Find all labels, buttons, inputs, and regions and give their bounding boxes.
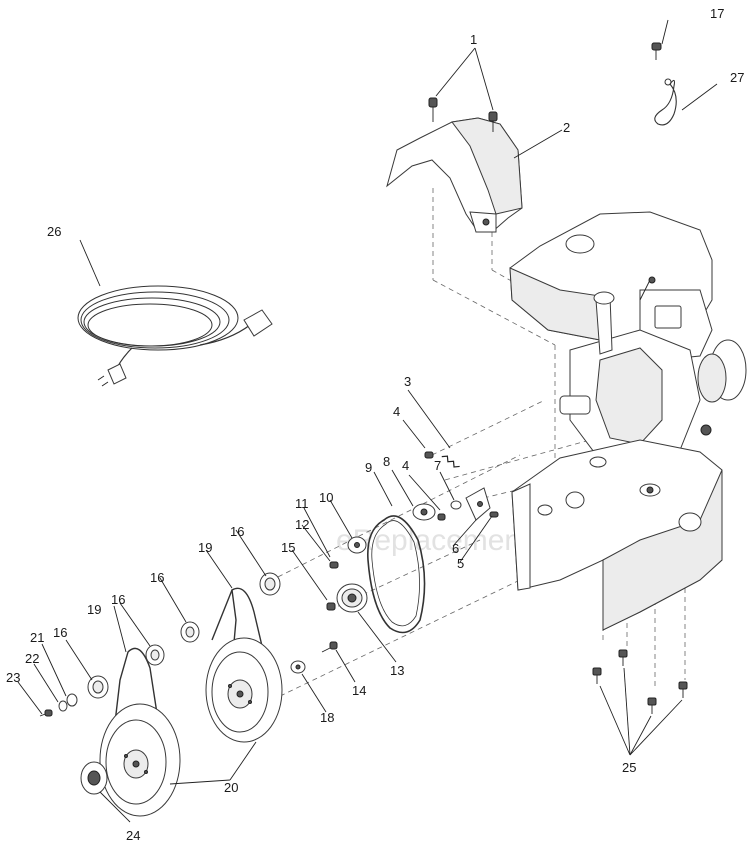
screw-part-17	[651, 42, 662, 60]
callout-8: 8	[383, 454, 390, 469]
pulley-part-24	[80, 761, 108, 795]
bolt-part-4a	[424, 451, 434, 459]
callout-4a: 4	[393, 404, 400, 419]
callout-5: 5	[457, 556, 464, 571]
pulley-part-13	[336, 583, 368, 613]
washer-part-10	[347, 536, 367, 554]
belt-cover-part	[386, 117, 523, 233]
drive-belt-part-9	[367, 515, 426, 634]
callout-10: 10	[319, 490, 333, 505]
small-hardware-parts	[412, 451, 499, 521]
washer-part-22	[58, 700, 68, 712]
callout-labels: 1 2 3 4 4 5 6 7 8 9 10 11 12 13 14 15 16…	[6, 6, 744, 843]
callout-9: 9	[365, 460, 372, 475]
leader-lines	[17, 19, 718, 823]
callout-16c: 16	[111, 592, 125, 607]
callout-18: 18	[320, 710, 334, 725]
callout-27: 27	[730, 70, 744, 85]
washer-part-7	[450, 500, 462, 510]
callout-2: 2	[563, 120, 570, 135]
callout-14: 14	[352, 683, 366, 698]
callout-16b: 16	[150, 570, 164, 585]
hairpin-part-27	[654, 78, 677, 126]
bearing-part-16a	[259, 572, 281, 596]
callout-19a: 19	[198, 540, 212, 555]
spring-part-3	[441, 455, 460, 468]
bolt-part-23	[39, 709, 53, 717]
callout-17: 17	[710, 6, 724, 21]
bearing-part-16c	[145, 644, 165, 666]
callout-22: 22	[25, 651, 39, 666]
callout-13: 13	[390, 663, 404, 678]
pulley-part-20a	[205, 637, 283, 743]
nut-part-4b	[437, 513, 446, 521]
bearing-part-16d	[87, 675, 109, 699]
callout-19b: 19	[87, 602, 101, 617]
callout-3: 3	[404, 374, 411, 389]
extension-cord-part	[77, 285, 273, 387]
pulley-part-20b	[99, 703, 181, 817]
bolt-part-5	[489, 511, 499, 518]
bolts-part-25	[592, 649, 688, 714]
callout-11: 11	[295, 496, 309, 511]
screw-part-1	[428, 97, 498, 132]
callout-1: 1	[470, 32, 477, 47]
callout-12: 12	[295, 517, 309, 532]
callout-16a: 16	[230, 524, 244, 539]
nut-part-15	[326, 602, 336, 611]
callout-20: 20	[224, 780, 238, 795]
washer-part-21	[66, 693, 78, 707]
engine-part	[509, 211, 747, 471]
callout-4b: 4	[402, 458, 409, 473]
callout-23: 23	[6, 670, 20, 685]
callout-16d: 16	[53, 625, 67, 640]
bearing-part-16b	[180, 621, 200, 643]
frame-part	[511, 439, 723, 631]
screw-part-14	[321, 641, 338, 653]
callout-6: 6	[452, 541, 459, 556]
bolt-part-12	[329, 561, 339, 569]
callout-25: 25	[622, 760, 636, 775]
callout-15: 15	[281, 540, 295, 555]
callout-21: 21	[30, 630, 44, 645]
callout-24: 24	[126, 828, 140, 843]
callout-26: 26	[47, 224, 61, 239]
callout-7: 7	[434, 458, 441, 473]
washer-part-18	[290, 660, 306, 674]
